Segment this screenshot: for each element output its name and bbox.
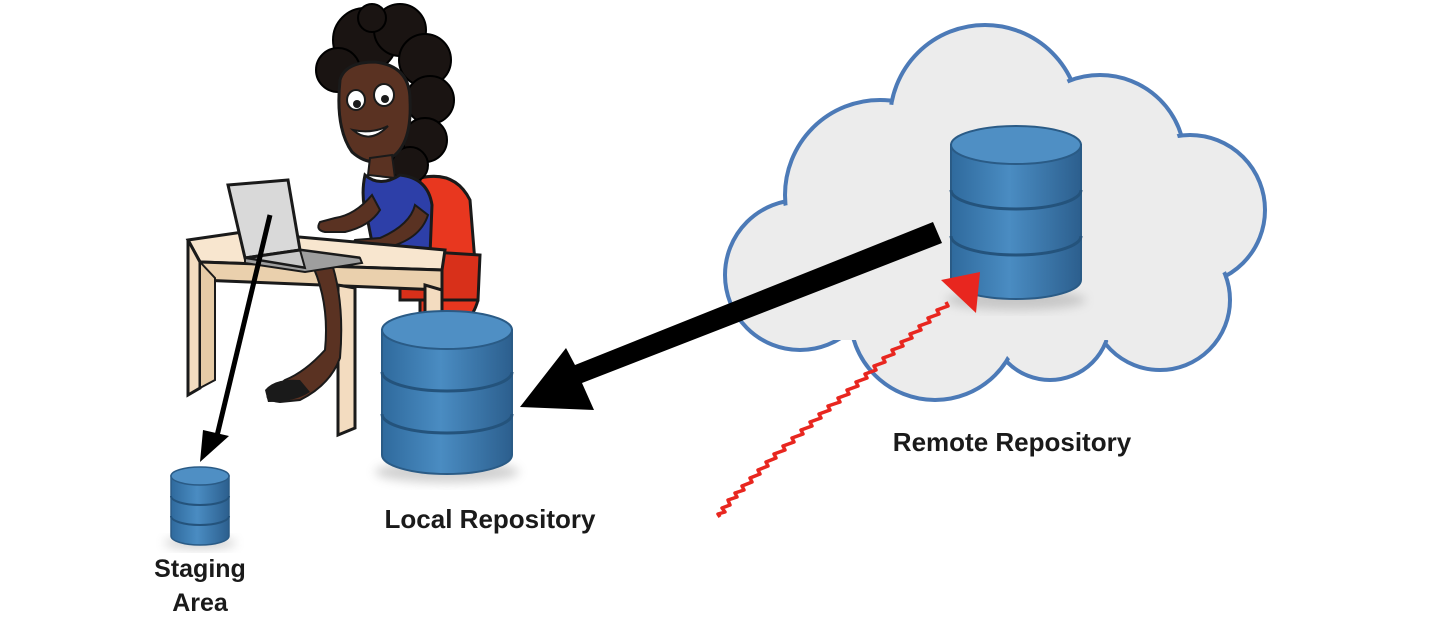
face bbox=[337, 60, 412, 164]
red-arrow bbox=[716, 272, 980, 518]
local-repository-label: Local Repository bbox=[384, 504, 596, 534]
woman-at-laptop-illustration bbox=[185, 3, 482, 438]
staging-label-line2: Area bbox=[172, 589, 228, 617]
staging-database-icon bbox=[164, 466, 236, 549]
arrow-laptop-to-staging bbox=[200, 214, 273, 462]
hair bbox=[315, 3, 455, 184]
staging-label-line1: Staging bbox=[154, 555, 246, 583]
staging-area-label: Staging Area bbox=[120, 552, 280, 620]
arrow-remote-to-local bbox=[520, 222, 942, 410]
remote-database-icon bbox=[946, 125, 1086, 310]
remote-repository-label: Remote Repository bbox=[892, 427, 1132, 457]
local-database-icon bbox=[375, 310, 519, 483]
laptop-icon bbox=[226, 178, 364, 274]
